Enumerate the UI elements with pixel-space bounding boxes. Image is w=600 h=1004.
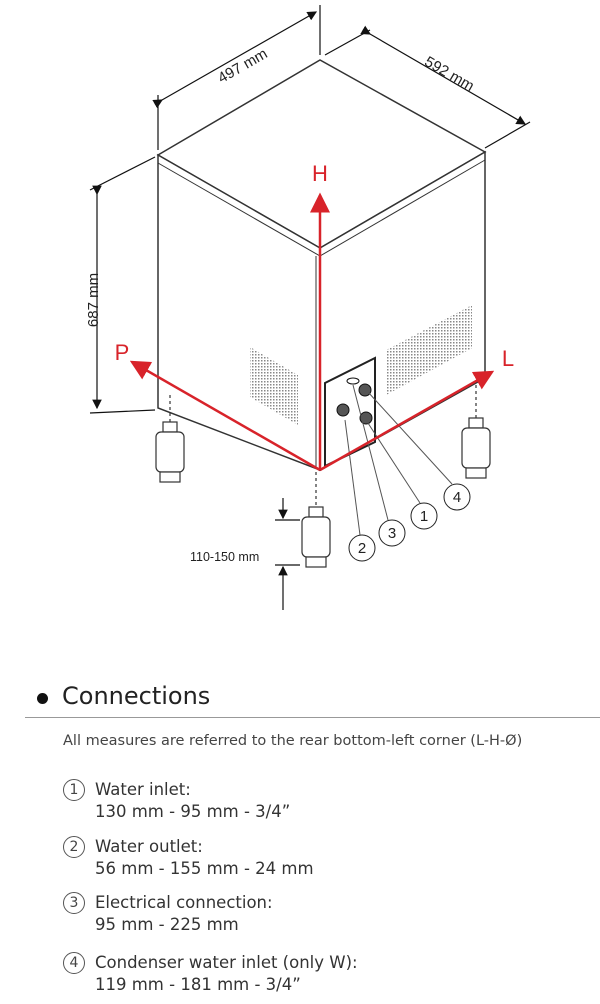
circled-number: 2 <box>63 836 85 858</box>
section-title: Connections <box>62 682 211 710</box>
feet <box>155 385 491 568</box>
axis-l-label: L <box>502 346 514 371</box>
item-value: 130 mm - 95 mm - 3/4” <box>95 802 291 821</box>
callout-3: 3 <box>378 519 406 547</box>
ice-machine-diagram: 2 3 1 4 497 mm 592 mm 687 mm 110-150 mm … <box>85 5 531 610</box>
item-value: 95 mm - 225 mm <box>95 915 239 934</box>
circled-number: 1 <box>63 779 85 801</box>
connection-item-water-inlet: 1 Water inlet: 130 mm - 95 mm - 3/4” <box>63 779 290 823</box>
bullet-icon <box>37 693 48 704</box>
circled-number: 3 <box>63 892 85 914</box>
dimension-lines <box>89 5 531 610</box>
reference-axes <box>129 192 495 472</box>
svg-text:1: 1 <box>420 508 428 525</box>
circled-number: 4 <box>63 952 85 974</box>
svg-text:3: 3 <box>388 525 396 542</box>
svg-text:2: 2 <box>358 540 366 557</box>
section-subtitle: All measures are referred to the rear bo… <box>63 733 523 749</box>
item-label: Water inlet: <box>95 780 191 799</box>
axis-h-label: H <box>312 161 328 186</box>
item-label: Condenser water inlet (only W): <box>95 953 358 972</box>
connection-item-electrical: 3 Electrical connection: 95 mm - 225 mm <box>63 892 273 936</box>
cabinet <box>156 59 487 472</box>
callout-2: 2 <box>348 534 376 562</box>
connection-item-water-outlet: 2 Water outlet: 56 mm - 155 mm - 24 mm <box>63 836 314 880</box>
connection-item-condenser-water-inlet: 4 Condenser water inlet (only W): 119 mm… <box>63 952 358 996</box>
axis-p-label: P <box>115 340 130 365</box>
depth-dimension: 592 mm <box>422 53 477 95</box>
item-value: 56 mm - 155 mm - 24 mm <box>95 859 314 878</box>
svg-text:4: 4 <box>453 489 461 506</box>
item-value: 119 mm - 181 mm - 3/4” <box>95 975 301 994</box>
item-label: Water outlet: <box>95 837 203 856</box>
item-label: Electrical connection: <box>95 893 273 912</box>
height-dimension: 687 mm <box>85 273 102 327</box>
callout-leaders <box>344 384 453 536</box>
divider <box>25 717 600 718</box>
width-dimension: 497 mm <box>215 45 270 87</box>
vent-grille-left <box>250 347 298 425</box>
callout-4: 4 <box>443 483 471 511</box>
connection-panel <box>324 356 376 468</box>
vent-grille-right <box>386 305 472 395</box>
feet-dimension: 110-150 mm <box>190 550 259 564</box>
callout-1: 1 <box>410 502 438 530</box>
